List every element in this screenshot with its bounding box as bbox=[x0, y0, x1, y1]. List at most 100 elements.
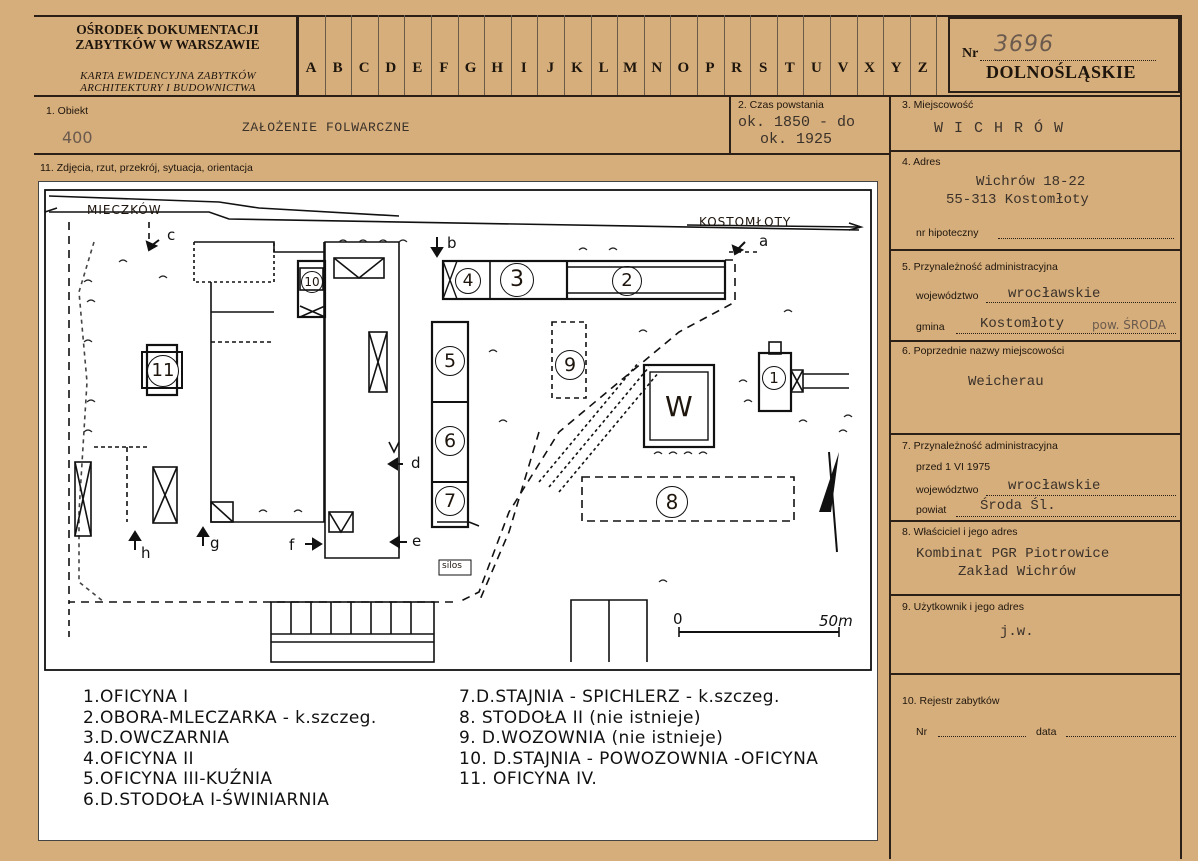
nr-label: Nr bbox=[962, 46, 979, 61]
alphabet-letter-o: O bbox=[677, 60, 690, 76]
gmina-value: Kostomłoty bbox=[980, 316, 1065, 332]
alphabet-letter-n: N bbox=[651, 60, 663, 76]
alphabet-letter-s: S bbox=[759, 60, 768, 76]
gmina-note: pow. ŚRODA bbox=[1092, 318, 1166, 332]
silos-label: silos bbox=[442, 561, 462, 571]
alphabet-letter-y: Y bbox=[890, 60, 902, 76]
wlasciciel-label: 8. Właściciel i jego adres bbox=[902, 526, 1018, 538]
poprzednie-label: 6. Poprzednie nazwy miejscowości bbox=[902, 345, 1065, 357]
miejscowosc-value: W I C H R Ó W bbox=[934, 120, 1065, 137]
site-plan-photo: MIECZKÓW KOSTOMŁOTY a b c d e f g h 1 2 … bbox=[38, 181, 878, 841]
alphabet-letter-a: A bbox=[305, 60, 317, 76]
wojewodztwo1975-label: województwo bbox=[916, 484, 979, 496]
record-number: 3696 bbox=[994, 32, 1054, 57]
alphabet-letter-t: T bbox=[784, 60, 795, 76]
alphabet-letter-u: U bbox=[810, 60, 822, 76]
rejestr-label: 10. Rejestr zabytków bbox=[902, 695, 1000, 707]
alphabet-letter-v: V bbox=[837, 60, 849, 76]
uzytkownik-label: 9. Użytkownik i jego adres bbox=[902, 601, 1024, 613]
wojewodztwo1975-value: wrocławskie bbox=[1008, 478, 1101, 494]
adres-label: 4. Adres bbox=[902, 156, 941, 168]
building-marker-w: W bbox=[665, 390, 693, 423]
alphabet-letter-b: B bbox=[332, 60, 343, 76]
card-subtitle-line1: KARTA EWIDENCYJNA ZABYTKÓW bbox=[80, 70, 256, 82]
alphabet-letter-d: D bbox=[385, 60, 397, 76]
building-marker-8: 8 bbox=[656, 486, 688, 518]
view-label-h: h bbox=[141, 544, 151, 562]
scale-fifty: 50m bbox=[819, 612, 853, 630]
road-label-mieczkow: MIECZKÓW bbox=[87, 203, 162, 217]
czas-label: 2. Czas powstania bbox=[738, 99, 824, 111]
alphabet-letter-p: P bbox=[705, 60, 715, 76]
adres-line2: 55-313 Kostomłoty bbox=[946, 192, 1089, 208]
plan-legend-divider bbox=[45, 670, 871, 671]
region-name: DOLNOŚLĄSKIE bbox=[986, 62, 1137, 82]
alphabet-letter-f: F bbox=[439, 60, 449, 76]
przed1975-label: przed 1 VI 1975 bbox=[916, 461, 991, 473]
alphabet-letter-m: M bbox=[623, 60, 638, 76]
zdjecia-label: 11. Zdjęcia, rzut, przekrój, sytuacja, o… bbox=[40, 162, 253, 174]
building-marker-2: 2 bbox=[612, 266, 642, 296]
legend-item: 7.D.STAJNIA - SPICHLERZ - k.szczeg. bbox=[459, 687, 780, 707]
legend-item: 8. STODOŁA II (nie istnieje) bbox=[459, 707, 701, 728]
legend-item: 5.OFICYNA III-KUŹNIA bbox=[83, 769, 273, 789]
poprzednie-value: Weicherau bbox=[968, 374, 1044, 390]
view-label-e: e bbox=[412, 532, 422, 550]
obiekt-code: 400 bbox=[62, 128, 93, 147]
przynaleznosc1975-label: 7. Przynależność administracyjna bbox=[902, 440, 1058, 452]
alphabet-index bbox=[298, 15, 948, 95]
uzytkownik-value: j.w. bbox=[1000, 624, 1034, 640]
building-marker-4: 4 bbox=[455, 268, 481, 294]
legend-item: 3.D.OWCZARNIA bbox=[83, 728, 230, 748]
institution-name-line2: ZABYTKÓW W WARSZAWIE bbox=[75, 37, 260, 52]
powiat-label: powiat bbox=[916, 504, 947, 516]
rejestr-data-label: data bbox=[1036, 726, 1057, 738]
card-subtitle: KARTA EWIDENCYJNA ZABYTKÓW ARCHITEKTURY … bbox=[58, 70, 278, 94]
alphabet-letter-r: R bbox=[731, 60, 743, 76]
view-label-b: b bbox=[447, 234, 457, 252]
przynaleznosc-label: 5. Przynależność administracyjna bbox=[902, 261, 1058, 273]
alphabet-letter-g: G bbox=[464, 60, 477, 76]
legend-right: 7.D.STAJNIA - SPICHLERZ - k.szczeg. 8. S… bbox=[459, 687, 818, 790]
legend-item: 2.OBORA-MLECZARKA - k.szczeg. bbox=[83, 707, 377, 728]
czas-line2: ok. 1925 bbox=[760, 131, 833, 148]
miejscowosc-label: 3. Miejscowość bbox=[902, 99, 974, 111]
obiekt-value: ZAŁOŻENIE FOLWARCZNE bbox=[242, 120, 411, 135]
czas-line1: ok. 1850 - do bbox=[738, 114, 856, 131]
building-marker-7: 7 bbox=[435, 486, 465, 516]
alphabet-letter-i: I bbox=[520, 60, 527, 76]
card-subtitle-line2: ARCHITEKTURY I BUDOWNICTWA bbox=[80, 82, 256, 94]
alphabet-letter-h: H bbox=[491, 60, 504, 76]
alphabet-letter-z: Z bbox=[917, 60, 928, 76]
alphabet-letter-j: J bbox=[546, 60, 555, 76]
view-label-f: f bbox=[289, 536, 295, 554]
obiekt-label: 1. Obiekt bbox=[46, 105, 89, 117]
view-label-d: d bbox=[411, 454, 421, 472]
legend-item: 1.OFICYNA I bbox=[83, 687, 189, 707]
alphabet-letter-c: C bbox=[358, 60, 370, 76]
alphabet-letter-e: E bbox=[412, 60, 423, 76]
gmina-label: gmina bbox=[916, 321, 945, 333]
legend-left: 1.OFICYNA I 2.OBORA-MLECZARKA - k.szczeg… bbox=[83, 687, 377, 810]
record-number-box bbox=[948, 17, 1180, 93]
hipoteczny-label: nr hipoteczny bbox=[916, 227, 979, 239]
legend-item: 11. OFICYNA IV. bbox=[459, 769, 598, 789]
building-marker-9: 9 bbox=[555, 350, 585, 380]
institution-name: OŚRODEK DOKUMENTACJI ZABYTKÓW W WARSZAWI… bbox=[60, 22, 275, 52]
powiat-value: Środa Śl. bbox=[980, 498, 1056, 514]
alphabet-letter-k: K bbox=[571, 60, 583, 76]
rejestr-nr-label: Nr bbox=[916, 726, 928, 738]
wlasciciel-line2: Zakład Wichrów bbox=[958, 564, 1076, 580]
legend-item: 4.OFICYNA II bbox=[83, 748, 194, 769]
wlasciciel-line1: Kombinat PGR Piotrowice bbox=[916, 546, 1110, 562]
view-label-c: c bbox=[167, 226, 176, 244]
road-label-kostomloty: KOSTOMŁOTY bbox=[699, 215, 792, 229]
building-marker-1: 1 bbox=[762, 366, 786, 390]
building-marker-5: 5 bbox=[435, 346, 465, 376]
site-plan-drawing bbox=[44, 189, 872, 671]
adres-line1: Wichrów 18-22 bbox=[976, 174, 1086, 190]
scale-zero: 0 bbox=[673, 610, 683, 628]
wojewodztwo-label: województwo bbox=[916, 290, 979, 302]
building-marker-11: 11 bbox=[147, 355, 179, 387]
